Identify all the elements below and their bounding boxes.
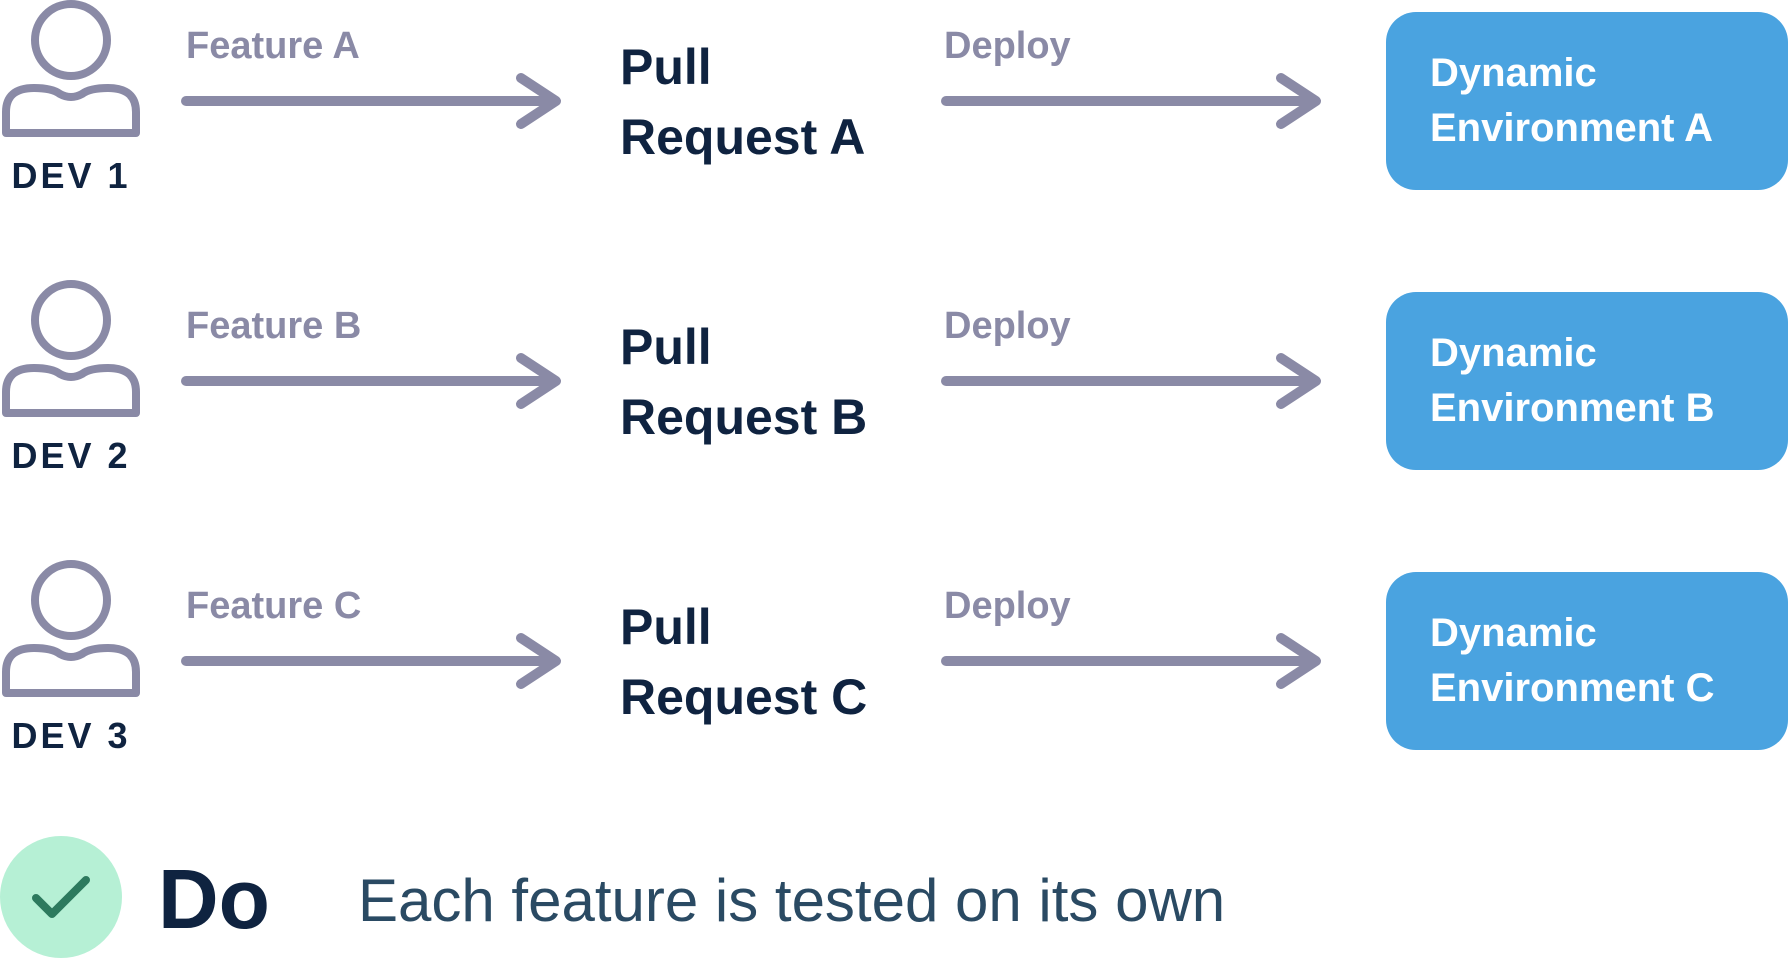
pull-request-line-2: Request C (620, 669, 868, 725)
pull-request-line-1: Pull (620, 599, 712, 655)
environment-line-1: Dynamic (1430, 331, 1597, 375)
dynamic-environment-box: Dynamic Environment B (1386, 292, 1788, 470)
user-icon (2, 0, 140, 137)
arrow-right-icon (941, 633, 1321, 689)
developer-label: DEV 3 (11, 715, 131, 756)
feature-label: Feature B (186, 305, 362, 347)
developer-1: DEV 1 (0, 0, 142, 200)
pull-request: Pull Request B (620, 312, 867, 452)
environment-line-1: Dynamic (1430, 51, 1597, 95)
pull-request-line-2: Request A (620, 109, 866, 165)
arrow-right-icon (941, 73, 1321, 129)
check-icon (32, 876, 90, 918)
developer-label: DEV 2 (11, 435, 131, 476)
environment-line-2: Environment A (1430, 106, 1713, 150)
workflow-row-2: DEV 2 Feature B Pull Request B Deploy Dy… (0, 280, 1788, 480)
arrow-right-icon (181, 353, 561, 409)
check-badge (0, 836, 122, 958)
environment-line-1: Dynamic (1430, 611, 1597, 655)
arrow-right-icon (181, 73, 561, 129)
user-icon (2, 280, 140, 417)
workflow-row-1: DEV 1 Feature A Pull Request A Deploy Dy… (0, 0, 1788, 200)
dynamic-environment-box: Dynamic Environment C (1386, 572, 1788, 750)
do-section: Do Each feature is tested on its own (0, 836, 1788, 958)
do-description: Each feature is tested on its own (358, 867, 1226, 934)
pull-request-line-1: Pull (620, 39, 712, 95)
feature-label: Feature C (186, 585, 362, 627)
pull-request: Pull Request A (620, 32, 865, 172)
arrow-right-icon (181, 633, 561, 689)
deploy-label: Deploy (944, 305, 1071, 347)
environment-line-2: Environment C (1430, 666, 1715, 710)
pull-request: Pull Request C (620, 592, 867, 732)
pull-request-line-1: Pull (620, 319, 712, 375)
dynamic-environment-box: Dynamic Environment A (1386, 12, 1788, 190)
feature-label: Feature A (186, 25, 360, 67)
arrow-right-icon (941, 353, 1321, 409)
environment-line-2: Environment B (1430, 386, 1715, 430)
do-heading: Do (158, 852, 270, 946)
developer-label: DEV 1 (11, 155, 131, 196)
pull-request-line-2: Request B (620, 389, 868, 445)
developer-2: DEV 2 (0, 280, 142, 480)
deploy-label: Deploy (944, 25, 1071, 67)
workflow-row-3: DEV 3 Feature C Pull Request C Deploy Dy… (0, 560, 1788, 760)
user-icon (2, 560, 140, 697)
deploy-label: Deploy (944, 585, 1071, 627)
developer-3: DEV 3 (0, 560, 142, 760)
